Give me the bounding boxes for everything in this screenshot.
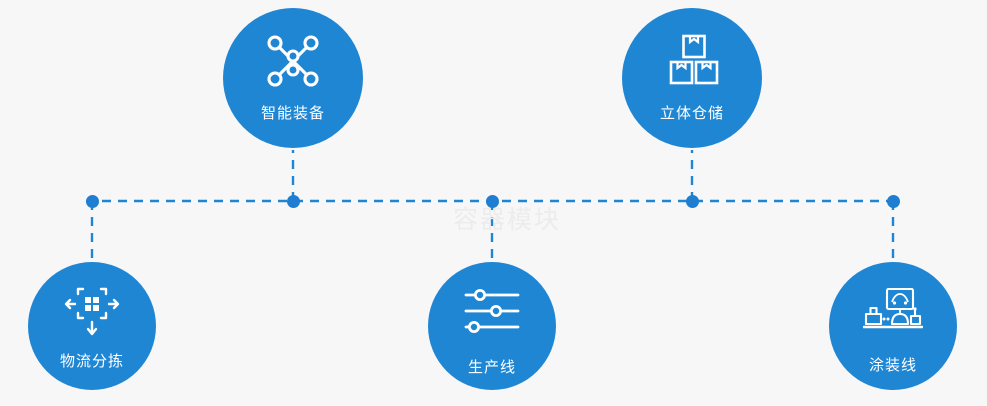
bus-node-dot bbox=[685, 194, 699, 208]
sliders-icon bbox=[463, 288, 521, 334]
bus-node-dot bbox=[85, 194, 99, 208]
bus-node-dot bbox=[286, 194, 300, 208]
node-painting-line[interactable]: 涂装线 bbox=[829, 262, 957, 390]
node-label-smart-equipment: 智能装备 bbox=[260, 104, 325, 122]
node-label-logistics-sorting: 物流分拣 bbox=[59, 352, 124, 370]
sorting-arrows-icon bbox=[64, 284, 120, 336]
stacked-boxes-icon bbox=[665, 34, 719, 86]
node-smart-equipment[interactable]: 智能装备 bbox=[223, 8, 363, 148]
node-label-production-line: 生产线 bbox=[467, 358, 516, 376]
node-logistics-sorting[interactable]: 物流分拣 bbox=[28, 262, 156, 390]
bus-node-dot bbox=[886, 194, 900, 208]
node-label-painting-line: 涂装线 bbox=[868, 356, 917, 374]
node-stereo-warehouse[interactable]: 立体仓储 bbox=[622, 8, 762, 148]
watermark-text: 容器模块 bbox=[452, 205, 561, 234]
node-production-line[interactable]: 生产线 bbox=[428, 262, 556, 390]
bus-node-dot bbox=[485, 194, 499, 208]
paint-booth-icon bbox=[862, 287, 924, 334]
node-label-stereo-warehouse: 立体仓储 bbox=[659, 104, 724, 122]
network-nodes-icon bbox=[266, 34, 320, 88]
